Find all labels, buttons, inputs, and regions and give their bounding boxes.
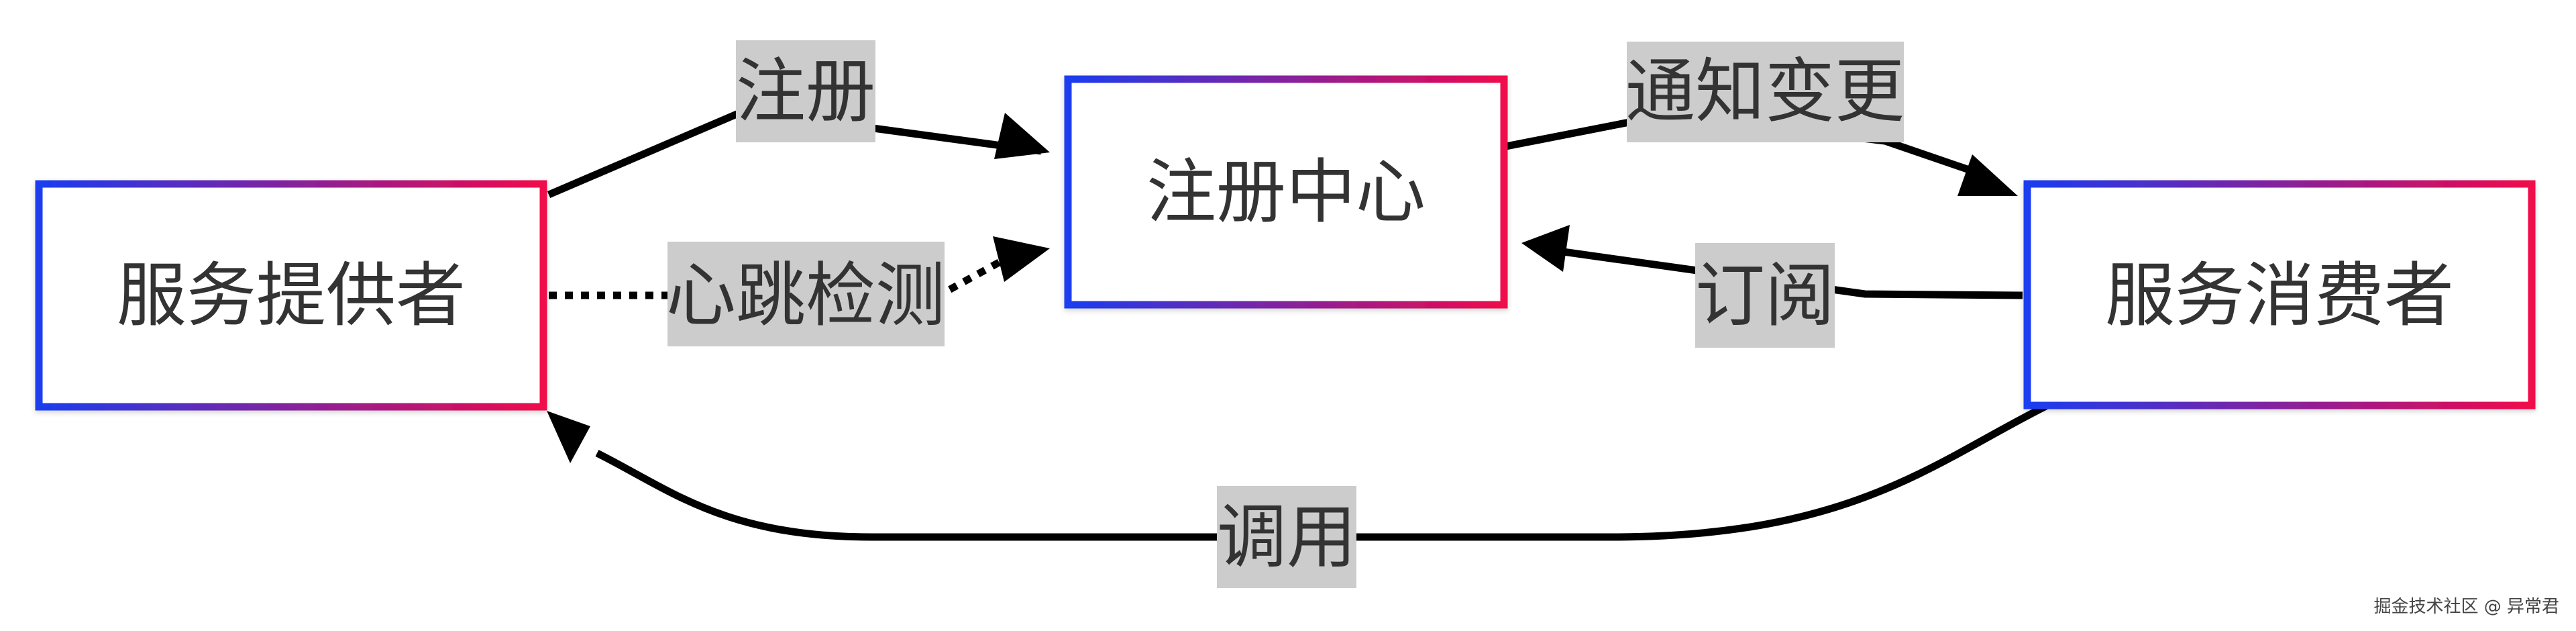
node-provider-label: 服务提供者 (117, 254, 466, 336)
edge-invoke-label: 调用 (1217, 496, 1356, 578)
node-provider-box (35, 180, 547, 411)
edge-notify-arrowhead (1957, 154, 2018, 196)
edge-notify-label-bg (1627, 42, 1904, 142)
edge-heartbeat-label-group: 心跳检测 (666, 242, 945, 346)
edge-register-label-bg (736, 40, 875, 142)
edge-notify-label: 通知变更 (1625, 50, 1904, 132)
edge-invoke-label-group: 调用 (1217, 486, 1356, 588)
node-consumer: 服务消费者 (2023, 180, 2536, 409)
edge-invoke-label-bg (1217, 486, 1356, 588)
node-registry-box (1064, 75, 1508, 309)
edge-subscribe-label-group: 订阅 (1695, 243, 1835, 348)
edge-subscribe-label: 订阅 (1695, 254, 1835, 336)
edge-invoke-arrowhead (547, 411, 590, 463)
edge-subscribe-label-bg (1695, 243, 1835, 348)
edge-heartbeat-label: 心跳检测 (666, 254, 945, 336)
watermark-text: 掘金技术社区 @ 异常君 (2373, 597, 2559, 617)
edge-heartbeat-arrowhead (993, 236, 1050, 282)
edge-register-label-group: 注册 (736, 40, 875, 142)
node-registry: 注册中心 (1064, 75, 1508, 309)
node-consumer-label: 服务消费者 (2105, 254, 2454, 336)
node-consumer-box (2023, 180, 2536, 409)
edge-notify-label-group: 通知变更 (1625, 42, 1904, 142)
edge-invoke-line (595, 403, 2048, 541)
edge-subscribe-arrowhead (1521, 225, 1570, 272)
edge-register-arrowhead (994, 113, 1050, 159)
edge-subscribe-line (1562, 248, 2023, 299)
edge-heartbeat-label-bg (667, 242, 945, 346)
edge-register-label: 注册 (736, 50, 875, 132)
node-provider: 服务提供者 (35, 180, 547, 411)
node-registry-label: 注册中心 (1146, 151, 1426, 233)
